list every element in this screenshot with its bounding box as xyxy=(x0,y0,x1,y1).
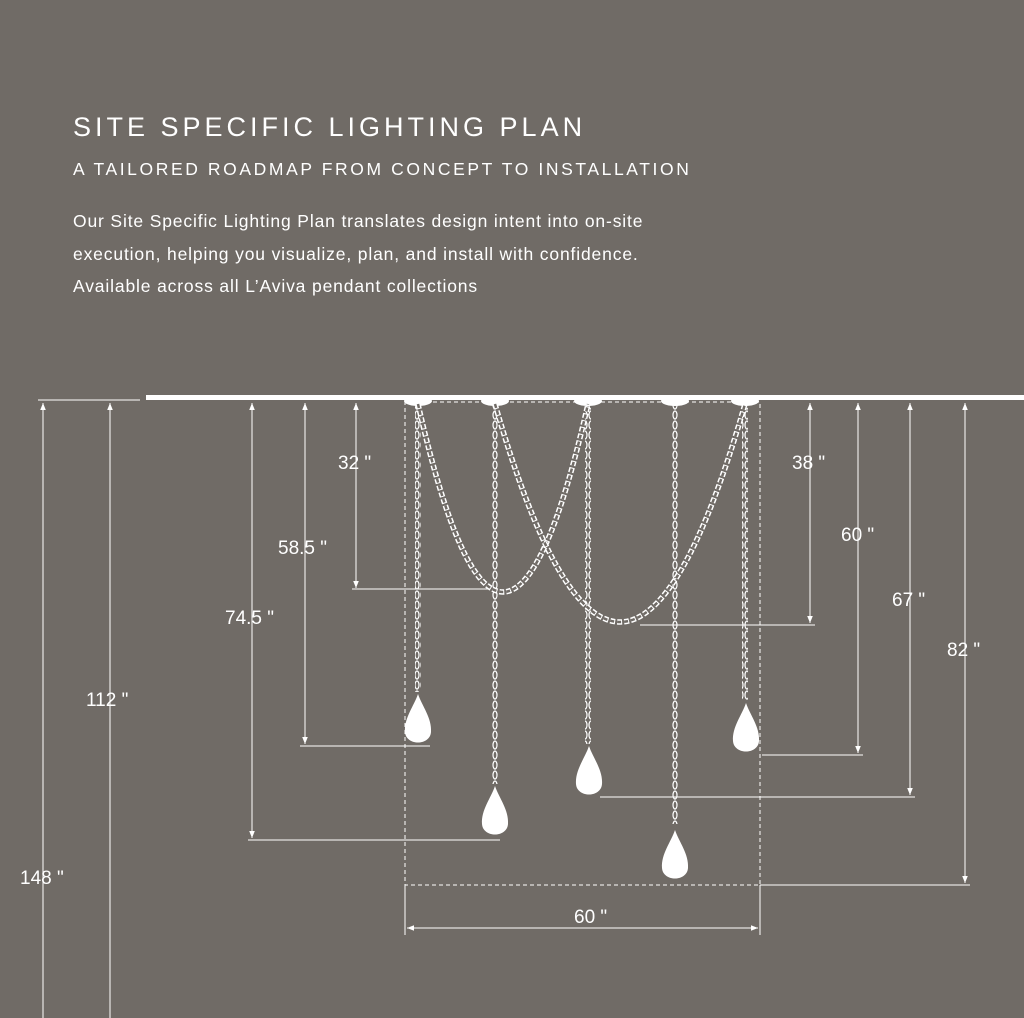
description-line: Our Site Specific Lighting Plan translat… xyxy=(73,211,644,231)
canopy xyxy=(574,396,602,406)
canopy xyxy=(404,396,432,406)
dim-label-74-5: 74.5 " xyxy=(225,608,274,629)
pendant-group xyxy=(404,694,760,879)
dim-label-112: 112 " xyxy=(86,690,128,711)
swag-chain-2-inner xyxy=(493,403,747,623)
dim-label-58-5: 58.5 " xyxy=(278,538,327,559)
description-line: execution, helping you visualize, plan, … xyxy=(73,243,639,264)
pendant-drop xyxy=(661,830,689,879)
dim-label-148: 148 " xyxy=(20,868,64,889)
dim-label-38: 38 " xyxy=(792,453,825,474)
swag-chain-1-inner xyxy=(416,403,590,594)
chain xyxy=(415,404,421,692)
page-subtitle: A TAILORED ROADMAP FROM CONCEPT TO INSTA… xyxy=(73,159,692,179)
left-dimensions xyxy=(40,403,500,1018)
canopy xyxy=(731,396,759,406)
width-dimension xyxy=(404,885,761,935)
chain xyxy=(585,404,591,744)
chain xyxy=(672,404,678,824)
dim-label-60-width: 60 " xyxy=(574,907,607,928)
description: Our Site Specific Lighting Plan translat… xyxy=(73,205,793,303)
dim-label-32: 32 " xyxy=(338,453,371,474)
swag-chains xyxy=(415,403,748,625)
canopy xyxy=(661,396,689,406)
dim-label-67: 67 " xyxy=(892,590,925,611)
description-line: Available across all L’Aviva pendant col… xyxy=(73,276,478,296)
canopy-group xyxy=(404,396,759,406)
canopy xyxy=(481,396,509,406)
footprint-box xyxy=(404,401,761,886)
dim-label-60-right: 60 " xyxy=(841,525,874,546)
pendant-drop xyxy=(404,694,432,743)
pendant-drop xyxy=(575,746,603,795)
pendant-drop xyxy=(481,786,509,835)
chain xyxy=(742,404,748,700)
pendant-drop xyxy=(732,703,760,752)
chain-group xyxy=(415,404,748,824)
page-title: SITE SPECIFIC LIGHTING PLAN xyxy=(73,112,587,142)
right-dimensions xyxy=(600,403,970,886)
dim-label-82: 82 " xyxy=(947,640,980,661)
chain xyxy=(492,404,498,784)
